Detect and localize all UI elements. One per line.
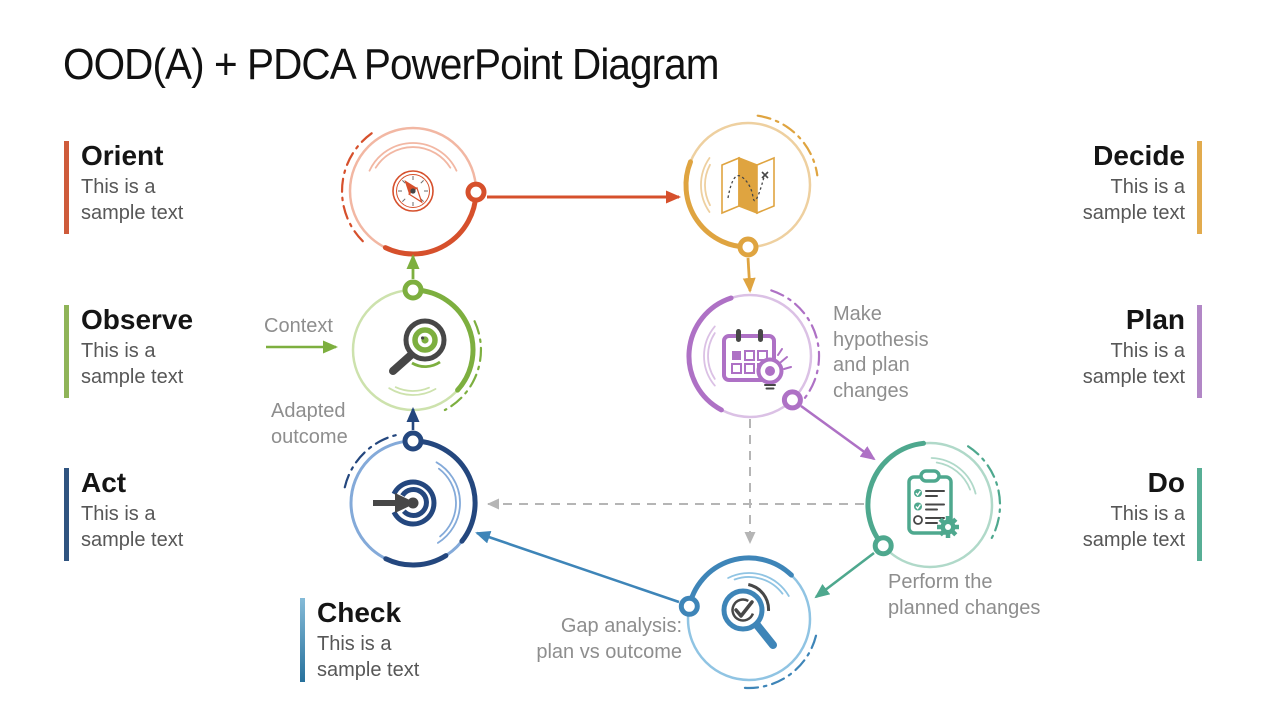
compass-icon	[392, 170, 434, 212]
calendar-bulb-icon	[722, 329, 792, 390]
check-accent-bar	[300, 598, 305, 682]
step-check-title: Check	[317, 597, 402, 628]
arrow-do-to-check	[814, 551, 875, 599]
check-connector-dot	[678, 595, 700, 617]
note-gap-analysis: Gap analysis: plan vs outcome	[536, 615, 682, 663]
step-do-title: Do	[1147, 467, 1185, 498]
slide-title: OOD(A) + PDCA PowerPoint Diagram	[63, 40, 719, 89]
step-plan: Plan This is a sample text	[1055, 304, 1202, 398]
note-perform-changes: Perform the planned changes	[888, 571, 1041, 619]
step-observe: Observe This is a sample text	[64, 304, 194, 398]
step-do: Do This is a sample text	[1055, 467, 1202, 561]
step-decide-title: Decide	[1093, 140, 1185, 171]
step-check-desc: This is a sample text	[317, 633, 420, 682]
magnifier-check-icon	[721, 583, 777, 649]
map-icon	[721, 156, 775, 215]
step-act-title: Act	[81, 467, 127, 498]
magnifier-eye-icon	[389, 318, 447, 375]
step-observe-desc: This is a sample text	[81, 340, 184, 389]
step-act-desc: This is a sample text	[81, 503, 184, 552]
step-orient-title: Orient	[81, 140, 164, 171]
step-check: Check This is a sample text	[300, 597, 447, 683]
observe-connector-dot	[402, 279, 424, 301]
note-context: Context	[264, 315, 333, 337]
observe-node-ring	[351, 287, 482, 412]
orient-connector-dot	[465, 181, 487, 203]
target-arrow-icon	[373, 479, 437, 527]
plan-accent-bar	[1197, 305, 1202, 398]
step-act: Act This is a sample text	[64, 467, 193, 561]
step-do-desc: This is a sample text	[1082, 503, 1185, 552]
arrow-plan-to-do	[800, 404, 876, 461]
do-node-ring	[865, 440, 1002, 569]
step-orient-desc: This is a sample text	[81, 176, 184, 225]
act-node-ring	[343, 434, 478, 568]
checklist-gear-icon	[907, 469, 959, 538]
arrow-decide-to-plan	[742, 257, 756, 293]
act-connector-dot	[402, 430, 424, 452]
step-plan-title: Plan	[1125, 304, 1185, 335]
note-make-hypothesis: Make hypothesis and plan changes	[833, 303, 929, 402]
step-orient: Orient This is a sample text	[64, 140, 193, 234]
arrow-check-to-act	[475, 531, 680, 604]
step-decide-desc: This is a sample text	[1082, 176, 1185, 225]
step-decide: Decide This is a sample text	[1055, 140, 1202, 234]
orient-accent-bar	[64, 141, 69, 234]
note-adapted-outcome: Adapted outcome	[271, 400, 348, 448]
do-accent-bar	[1197, 468, 1202, 561]
check-node-ring	[686, 555, 818, 690]
act-accent-bar	[64, 468, 69, 561]
plan-connector-dot	[781, 389, 803, 411]
plan-node-ring	[686, 289, 821, 419]
step-plan-desc: This is a sample text	[1082, 340, 1185, 389]
decide-connector-dot	[737, 236, 759, 258]
observe-accent-bar	[64, 305, 69, 398]
do-connector-dot	[872, 535, 894, 557]
step-observe-title: Observe	[81, 304, 194, 335]
decide-accent-bar	[1197, 141, 1202, 234]
